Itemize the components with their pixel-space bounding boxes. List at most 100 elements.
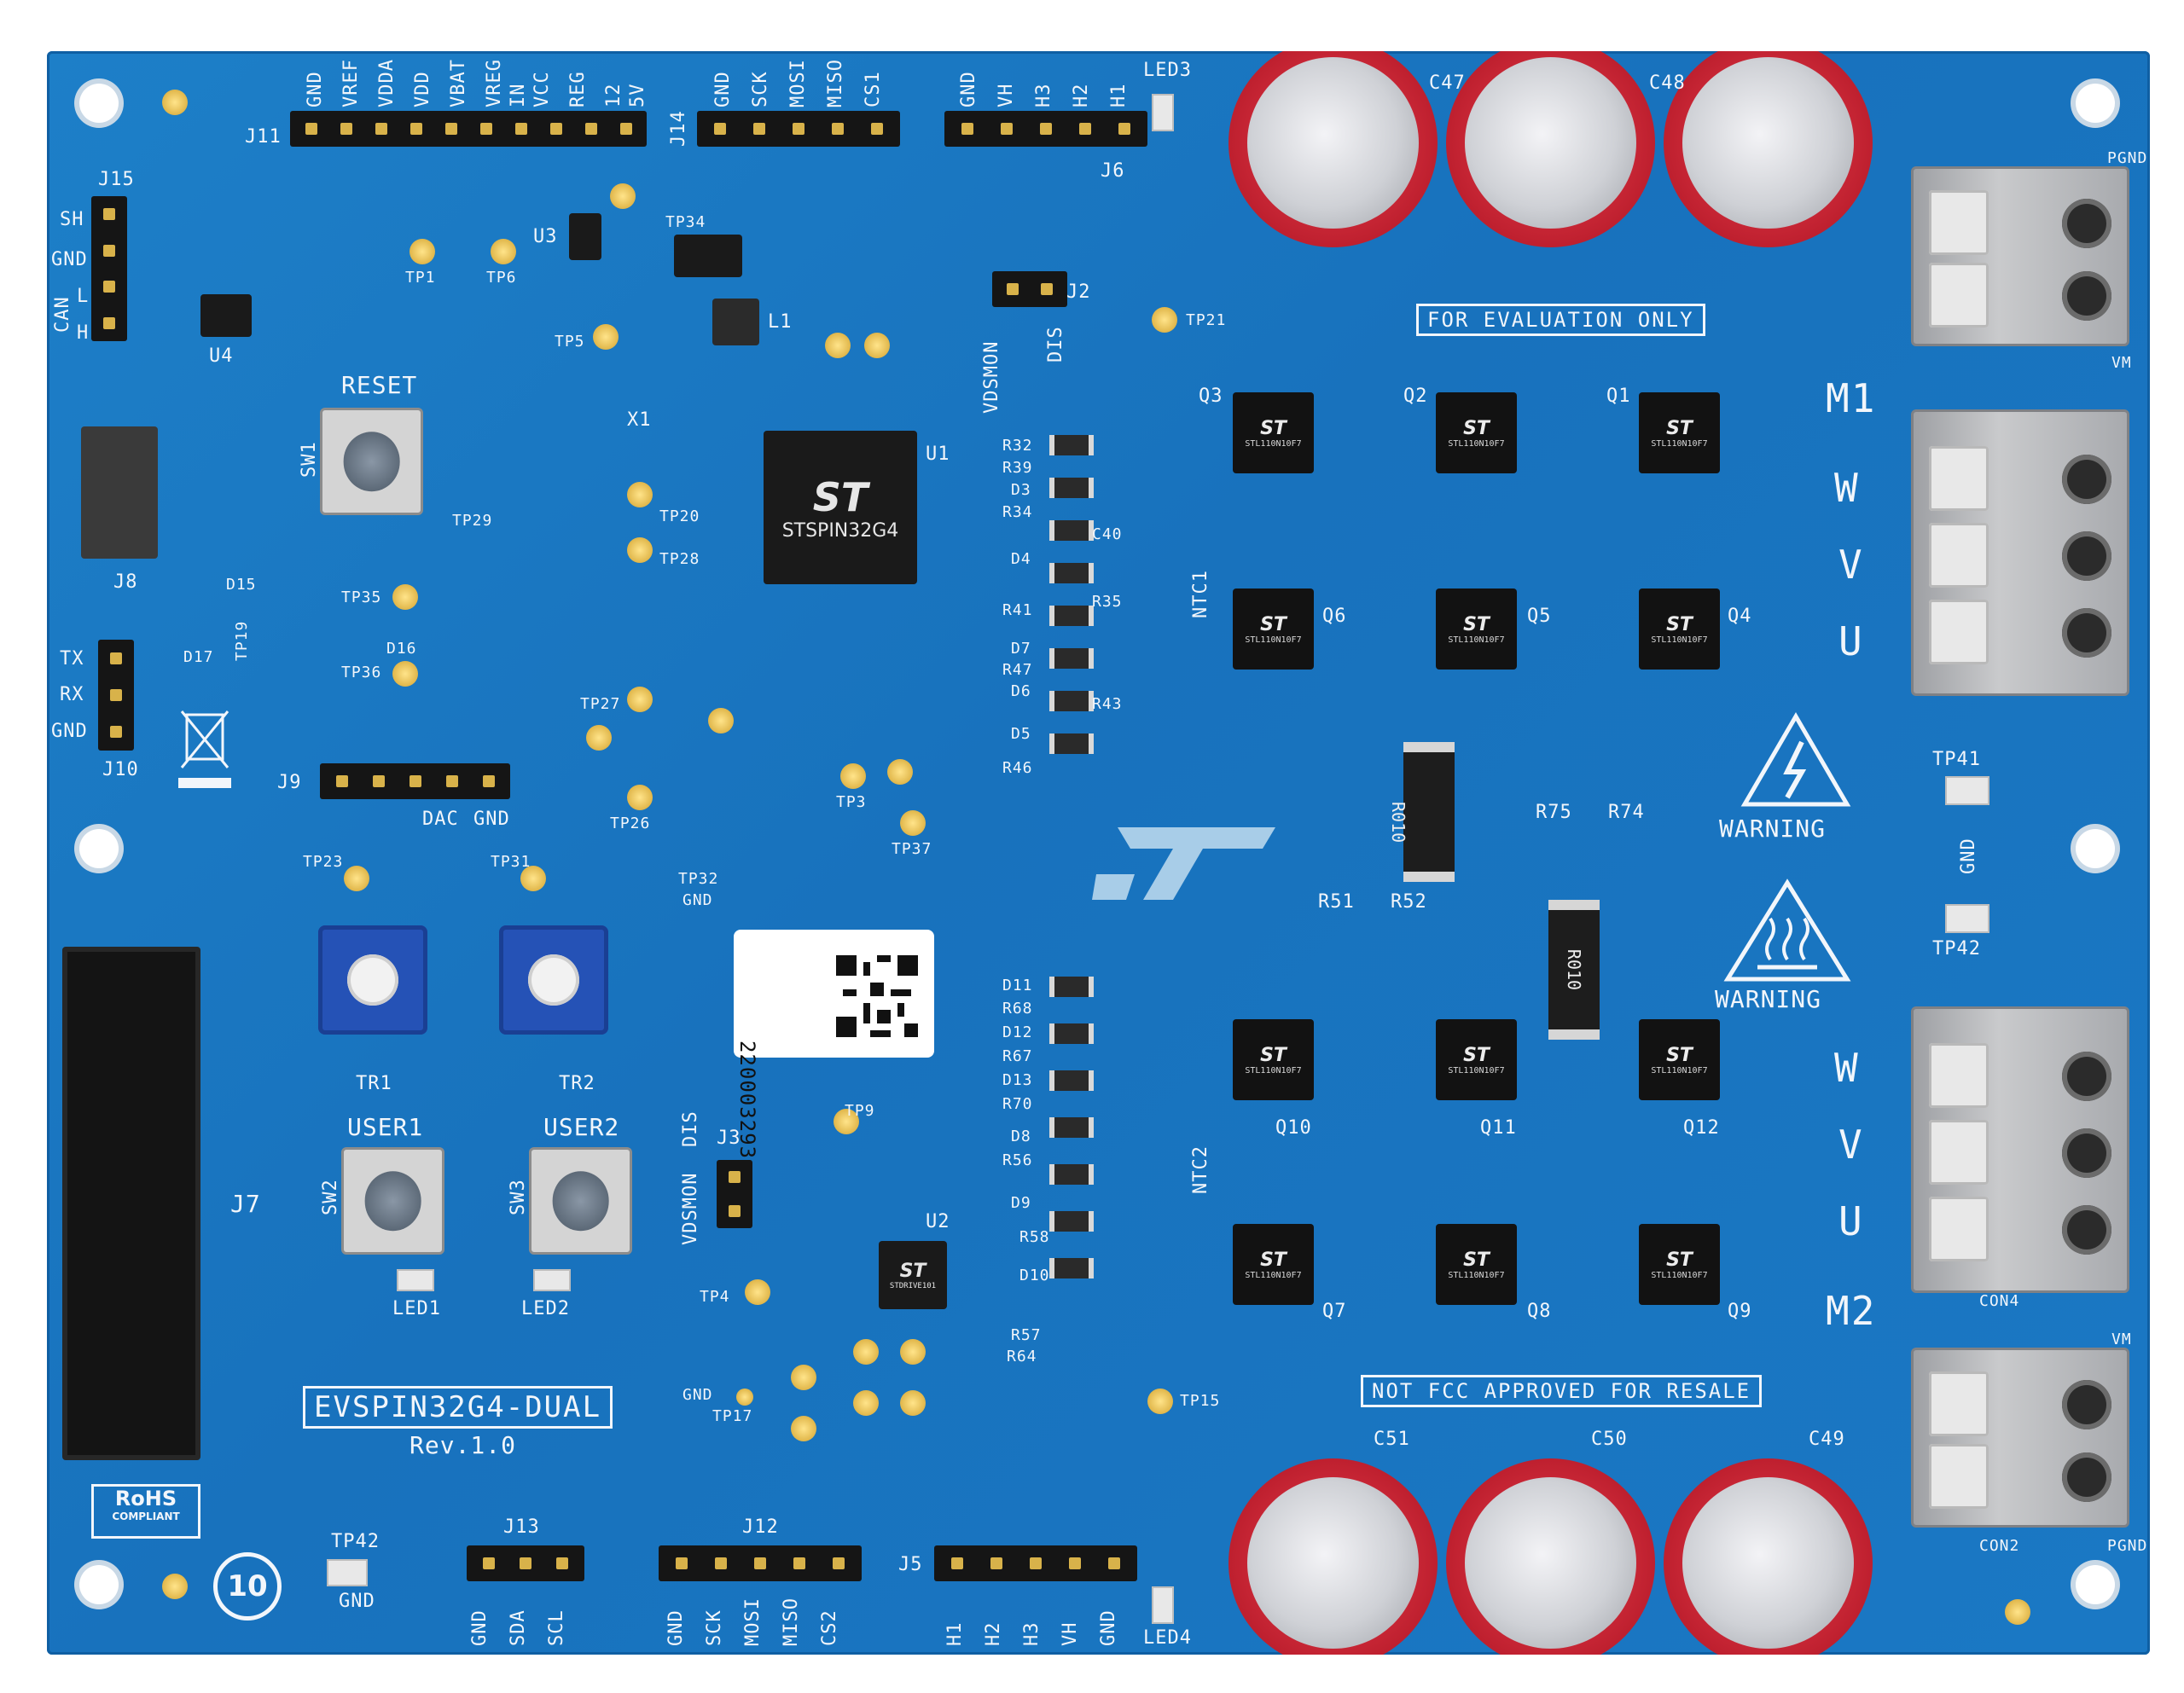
testpoint-tp25[interactable] (708, 708, 734, 733)
testpoint-tp17[interactable] (736, 1389, 753, 1406)
j11-pin-label: 5V (627, 83, 648, 108)
user2-button[interactable] (529, 1147, 632, 1255)
header-j13[interactable] (467, 1545, 584, 1581)
testpoint-label: TP29 (452, 512, 493, 530)
testpoint-tp42[interactable] (1945, 776, 1989, 805)
connector-j7[interactable] (62, 947, 200, 1460)
rohs-badge: RoHS COMPLIANT (91, 1484, 200, 1539)
mosfet-label: Q10 (1275, 1117, 1312, 1139)
trimmer-label: TR2 (559, 1073, 595, 1094)
testpoint-tp14[interactable] (900, 1339, 926, 1365)
header-j11[interactable] (290, 111, 647, 147)
header-j5[interactable] (934, 1545, 1137, 1581)
j6-pin-label: H3 (1033, 83, 1054, 108)
led2 (533, 1269, 571, 1291)
testpoint-tp2[interactable] (887, 759, 913, 785)
testpoint-tp7[interactable] (791, 1365, 816, 1390)
smd-component (1049, 1023, 1094, 1044)
testpoint-tp28[interactable] (627, 537, 653, 563)
dis-label: DIS (680, 1110, 701, 1147)
ntc-label: NTC1 (1190, 570, 1211, 618)
testpoint-tp41[interactable] (1945, 904, 1989, 933)
motor-m1-terminal[interactable] (1911, 409, 2129, 696)
testpoint-tp30[interactable] (1147, 1389, 1173, 1414)
header-label: J13 (503, 1516, 540, 1538)
testpoint-tp33[interactable] (586, 725, 612, 751)
ic-u3 (569, 213, 601, 260)
testpoint-tp9[interactable] (834, 1109, 859, 1134)
j12-pin-label: MOSI (742, 1597, 764, 1646)
testpoint-tp1[interactable] (410, 239, 435, 264)
power-terminal-bottom[interactable] (1911, 1348, 2129, 1528)
main-ic-u1: ST STSPIN32G4 (764, 431, 917, 584)
header-j12[interactable] (659, 1545, 862, 1581)
smd-component (1049, 691, 1094, 711)
smd-component (1049, 648, 1094, 669)
testpoint-tp13[interactable] (900, 1390, 926, 1416)
testpoint-label: TP36 (341, 664, 382, 681)
pcb-board: J11 GND VREF VDDA VDD VBAT VREG IN VCC R… (47, 51, 2150, 1655)
testpoint-tp39[interactable] (825, 333, 851, 358)
testpoint-tp21[interactable] (1152, 307, 1177, 333)
rohs-subtext: COMPLIANT (112, 1510, 180, 1522)
jumper-j3[interactable] (717, 1160, 752, 1228)
testpoint-label: TP26 (610, 815, 651, 832)
power-terminal-top[interactable] (1911, 166, 2129, 346)
trimmer-label: TR1 (356, 1073, 392, 1094)
testpoint-tp11[interactable] (853, 1390, 879, 1416)
testpoint-tp20[interactable] (627, 482, 653, 507)
testpoint-tp6[interactable] (491, 239, 516, 264)
header-j6[interactable] (944, 111, 1147, 147)
testpoint-tp31[interactable] (520, 866, 546, 891)
testpoint-tp35[interactable] (392, 584, 418, 610)
trimmer-tr1[interactable] (318, 925, 427, 1035)
testpoint-tp37[interactable] (900, 810, 926, 836)
testpoint-tp3[interactable] (840, 763, 866, 789)
passive-label: D10 (1019, 1267, 1050, 1284)
j11-pin-label: GND (305, 71, 326, 107)
testpoint-tp26[interactable] (627, 785, 653, 810)
header-j10[interactable] (98, 640, 134, 751)
passive-label: D6 (1011, 682, 1031, 700)
jumper-j2[interactable] (992, 271, 1067, 307)
testpoint-tp38[interactable] (864, 333, 890, 358)
testpoint-tp15[interactable] (327, 1559, 368, 1586)
header-j9[interactable] (320, 763, 510, 799)
testpoint-label: TP21 (1186, 311, 1227, 329)
testpoint-tp10[interactable] (853, 1339, 879, 1365)
testpoint-tp27[interactable] (627, 687, 653, 712)
testpoint-tp8[interactable] (791, 1416, 816, 1441)
header-j15[interactable] (91, 196, 127, 341)
testpoint-tp36[interactable] (392, 661, 418, 687)
st-logo-icon (1092, 827, 1275, 900)
connector-j8[interactable] (81, 426, 158, 559)
warning-text: WARNING (1719, 815, 1827, 843)
testpoint-tp5[interactable] (593, 324, 619, 350)
testpoint-label: TP31 (491, 853, 531, 871)
header-j14[interactable] (697, 111, 900, 147)
smd-component (1049, 1070, 1094, 1091)
connector-label: CON4 (1979, 1292, 2020, 1310)
j12-pin-label: MISO (781, 1597, 802, 1646)
trimmer-tr2[interactable] (499, 925, 608, 1035)
rohs-text: RoHS (114, 1487, 177, 1510)
serial-sticker: 220003293 (734, 930, 934, 1159)
j11-pin-label: IN (508, 83, 529, 108)
user1-button[interactable] (341, 1147, 444, 1255)
smd-component (1049, 606, 1094, 626)
j14-pin-label: CS1 (863, 71, 884, 107)
testpoint-tp23[interactable] (344, 866, 369, 891)
testpoint-tp4[interactable] (745, 1279, 770, 1305)
passive-label: R58 (1019, 1228, 1050, 1246)
vm-label: VM (2111, 354, 2132, 372)
capacitor-label: C47 (1429, 72, 1466, 94)
j15-pin-label: H (77, 322, 90, 344)
motor-m2-terminal[interactable] (1911, 1006, 2129, 1293)
mosfet-label: Q1 (1606, 386, 1631, 407)
reset-button[interactable] (320, 408, 423, 515)
testpoint-tp16[interactable] (610, 183, 636, 209)
